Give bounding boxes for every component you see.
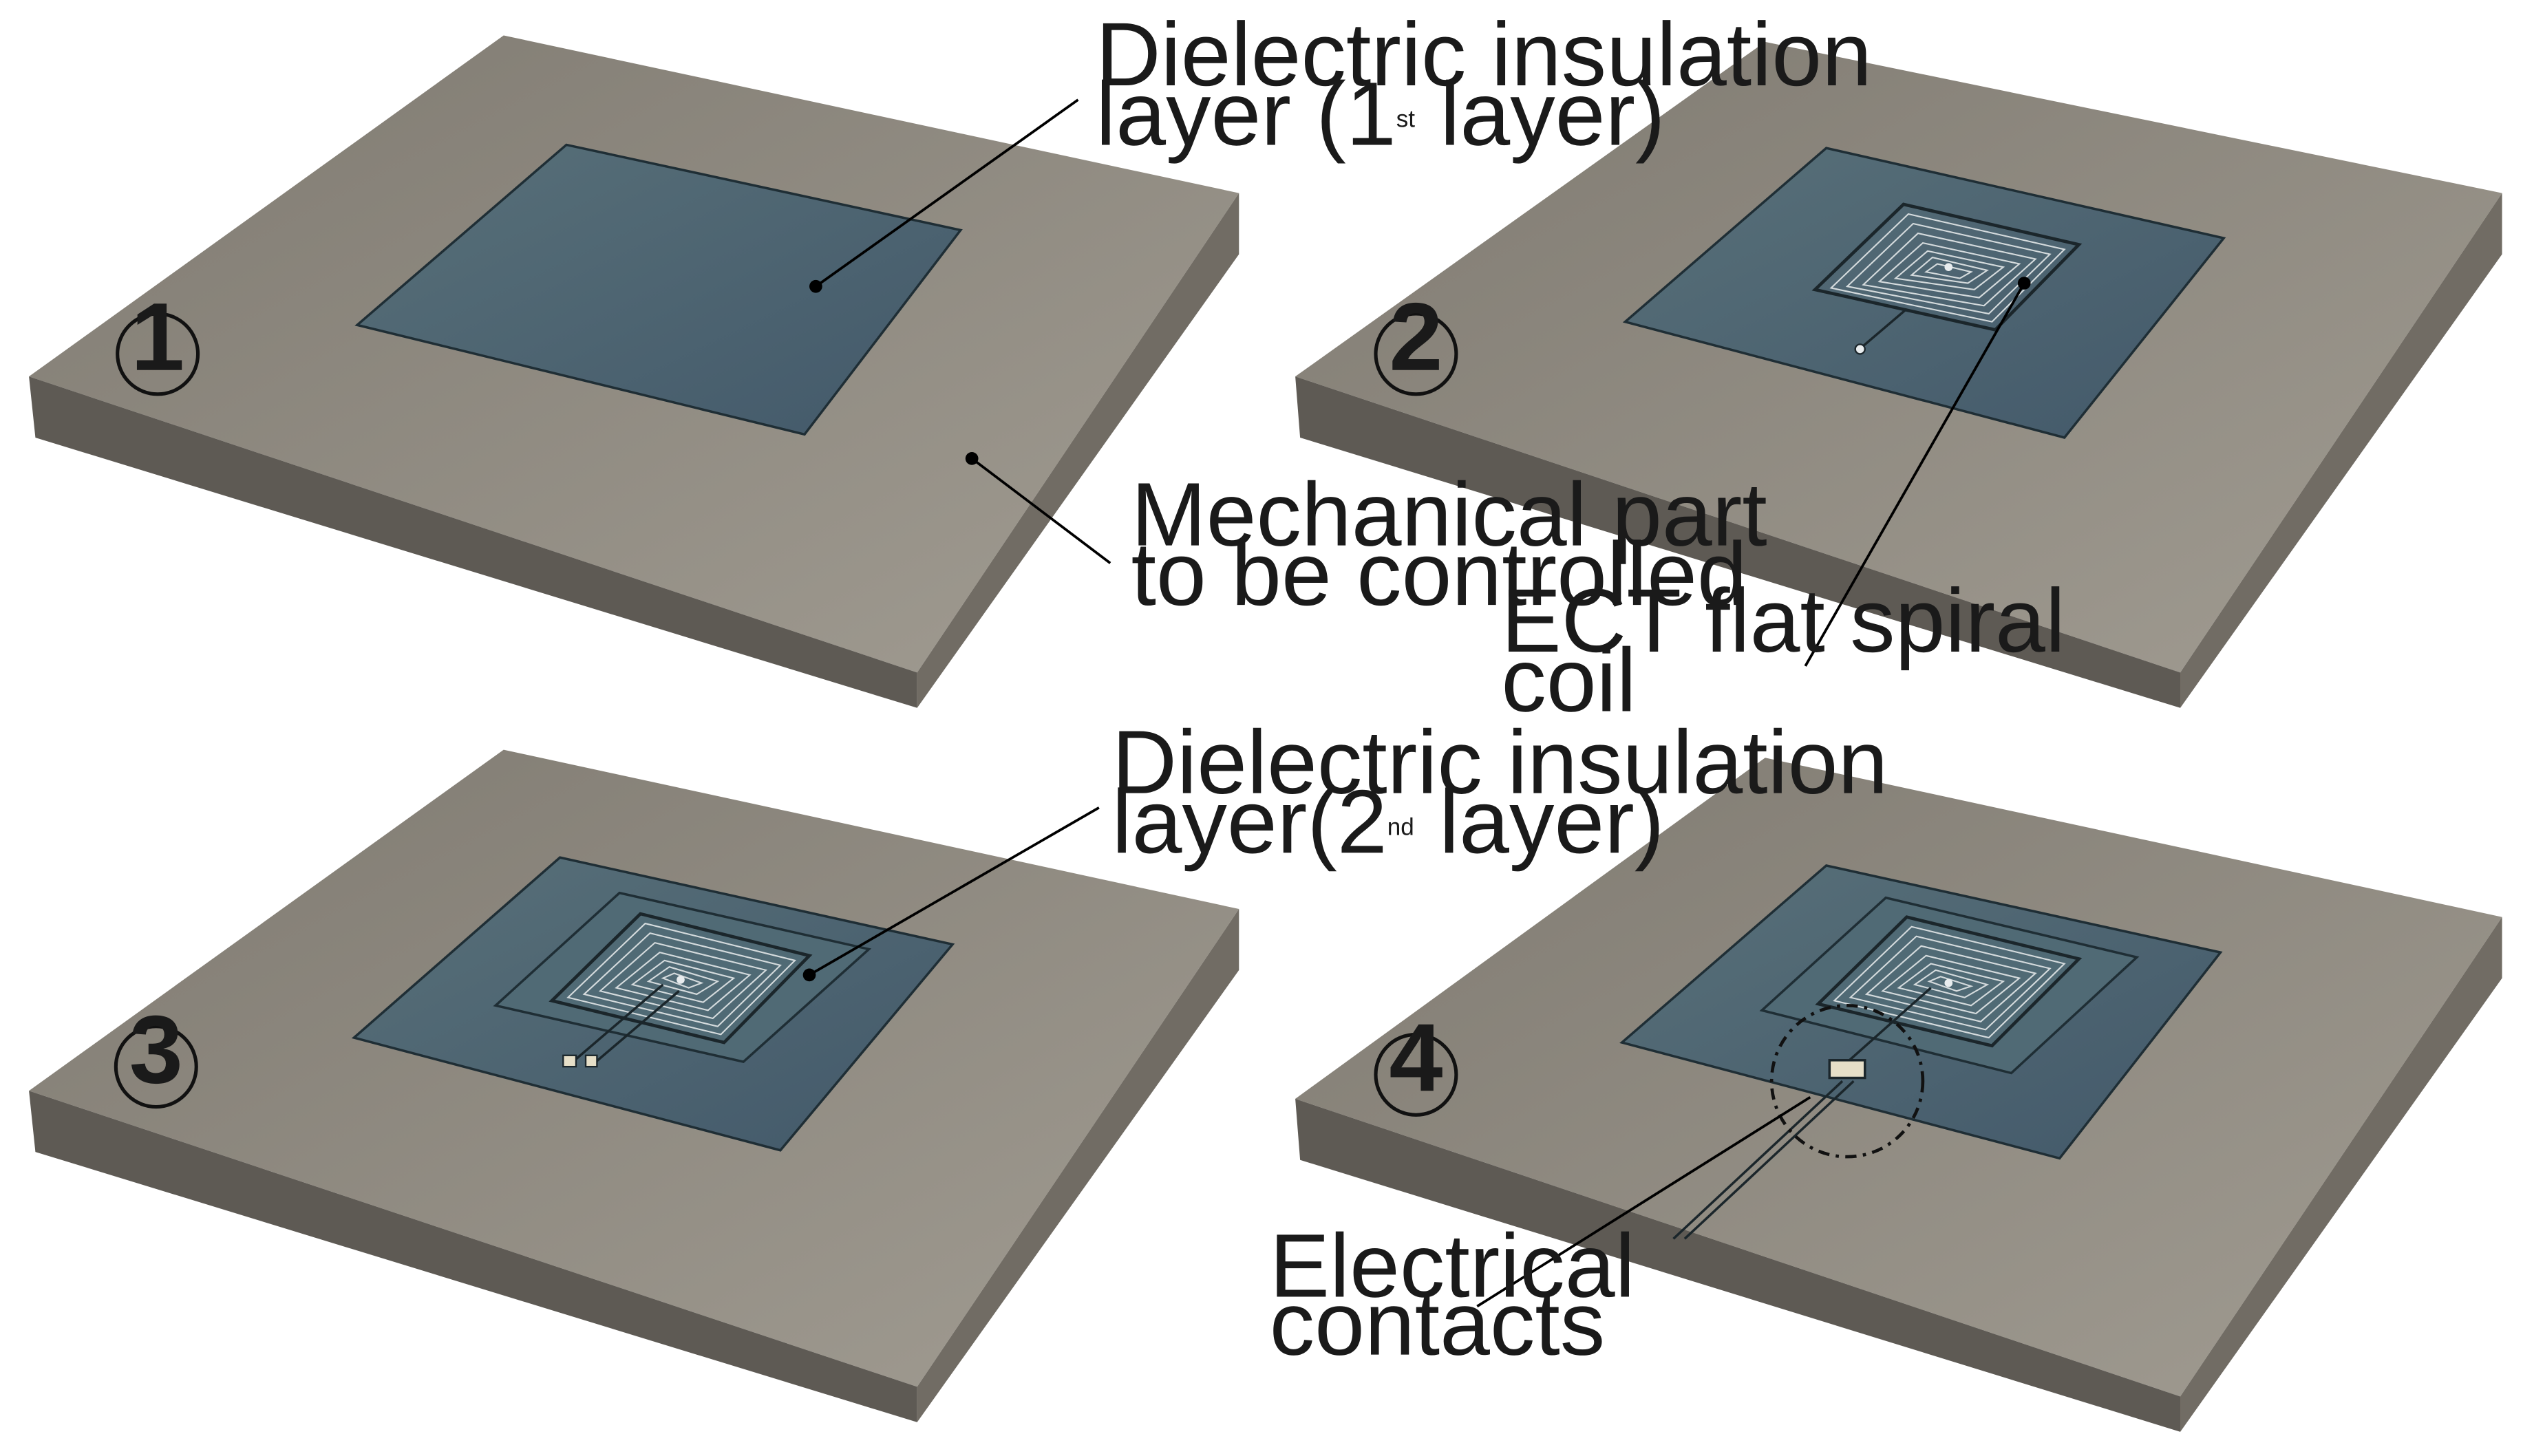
contact-pad bbox=[562, 1054, 577, 1068]
contact-wire bbox=[1683, 1080, 1855, 1240]
contact-block bbox=[1828, 1059, 1866, 1080]
coil-lead bbox=[1862, 308, 1908, 347]
coil-lead bbox=[572, 983, 664, 1063]
coil-center-terminal bbox=[1944, 978, 1953, 987]
step-number-3: 3 bbox=[129, 996, 183, 1104]
panel-1: 1 bbox=[29, 35, 1239, 708]
label-dielectric-2-line2: layer(2nd layer) bbox=[1112, 771, 1665, 872]
step-2-badge bbox=[1374, 312, 1458, 396]
step-number-1: 1 bbox=[131, 283, 184, 391]
step-3-badge bbox=[114, 1025, 198, 1109]
contact-pad bbox=[584, 1054, 598, 1068]
leader-dielectric-2 bbox=[809, 806, 1100, 976]
leader-contacts bbox=[1476, 1095, 1811, 1308]
leader-dot bbox=[965, 452, 979, 465]
plate-front bbox=[1295, 376, 2181, 708]
label-contacts-line1: Electrical bbox=[1270, 1214, 1635, 1316]
step-4-badge bbox=[1374, 1032, 1458, 1117]
contact-wire bbox=[1672, 1080, 1844, 1240]
ect-spiral-coil bbox=[549, 912, 813, 1045]
annotation-labels: Dielectric insulation layer (1st layer) … bbox=[1096, 3, 2065, 1374]
leader-dot bbox=[2017, 277, 2031, 290]
step-number-2: 2 bbox=[1389, 283, 1443, 391]
coil-lead bbox=[1843, 987, 1932, 1067]
dielectric-layer-1 bbox=[1622, 147, 2226, 439]
plate-front bbox=[1295, 1098, 2181, 1432]
label-dielectric-1-line1: Dielectric insulation bbox=[1096, 3, 1872, 105]
coil-center-terminal bbox=[677, 976, 685, 984]
label-mechanical-line2: to be controlled bbox=[1131, 523, 1747, 624]
ect-spiral-coil bbox=[1811, 202, 2083, 332]
step-number-4: 4 bbox=[1389, 1003, 1443, 1111]
plate-front bbox=[29, 376, 917, 708]
leader-dielectric-1 bbox=[815, 98, 1079, 288]
dielectric-layer-1 bbox=[354, 143, 963, 436]
leader-ect-coil bbox=[1804, 282, 2025, 667]
leader-dot bbox=[802, 968, 816, 982]
ect-spiral-coil bbox=[1815, 915, 2083, 1048]
coil-lead-pad bbox=[1854, 343, 1866, 355]
plate-side bbox=[917, 193, 1239, 708]
label-ect-coil-line2: coil bbox=[1501, 629, 1636, 730]
leader-dot bbox=[809, 279, 822, 293]
step-1-badge bbox=[116, 312, 200, 396]
plate-side bbox=[917, 909, 1239, 1422]
coil-center-terminal bbox=[1944, 263, 1953, 272]
plate-side bbox=[2180, 193, 2502, 708]
contact-highlight-circle bbox=[1769, 1003, 1925, 1159]
plate-side bbox=[2180, 917, 2502, 1432]
label-dielectric-2-line1: Dielectric insulation bbox=[1112, 711, 1888, 813]
coil-lead bbox=[591, 989, 680, 1067]
label-mechanical-line1: Mechanical part bbox=[1131, 464, 1767, 565]
label-dielectric-1-line2: layer (1st layer) bbox=[1096, 63, 1665, 164]
panel-3: 3 bbox=[29, 749, 1239, 1422]
plate-front bbox=[29, 1091, 917, 1422]
panel-4: 4 bbox=[1295, 758, 2502, 1432]
leader-mechanical bbox=[971, 457, 1111, 564]
label-contacts-line2: contacts bbox=[1270, 1273, 1606, 1374]
panel-2: 2 bbox=[1295, 41, 2502, 708]
leader-lines bbox=[802, 98, 2031, 1308]
label-ect-coil-line1: ECT flat spiral bbox=[1501, 570, 2065, 671]
